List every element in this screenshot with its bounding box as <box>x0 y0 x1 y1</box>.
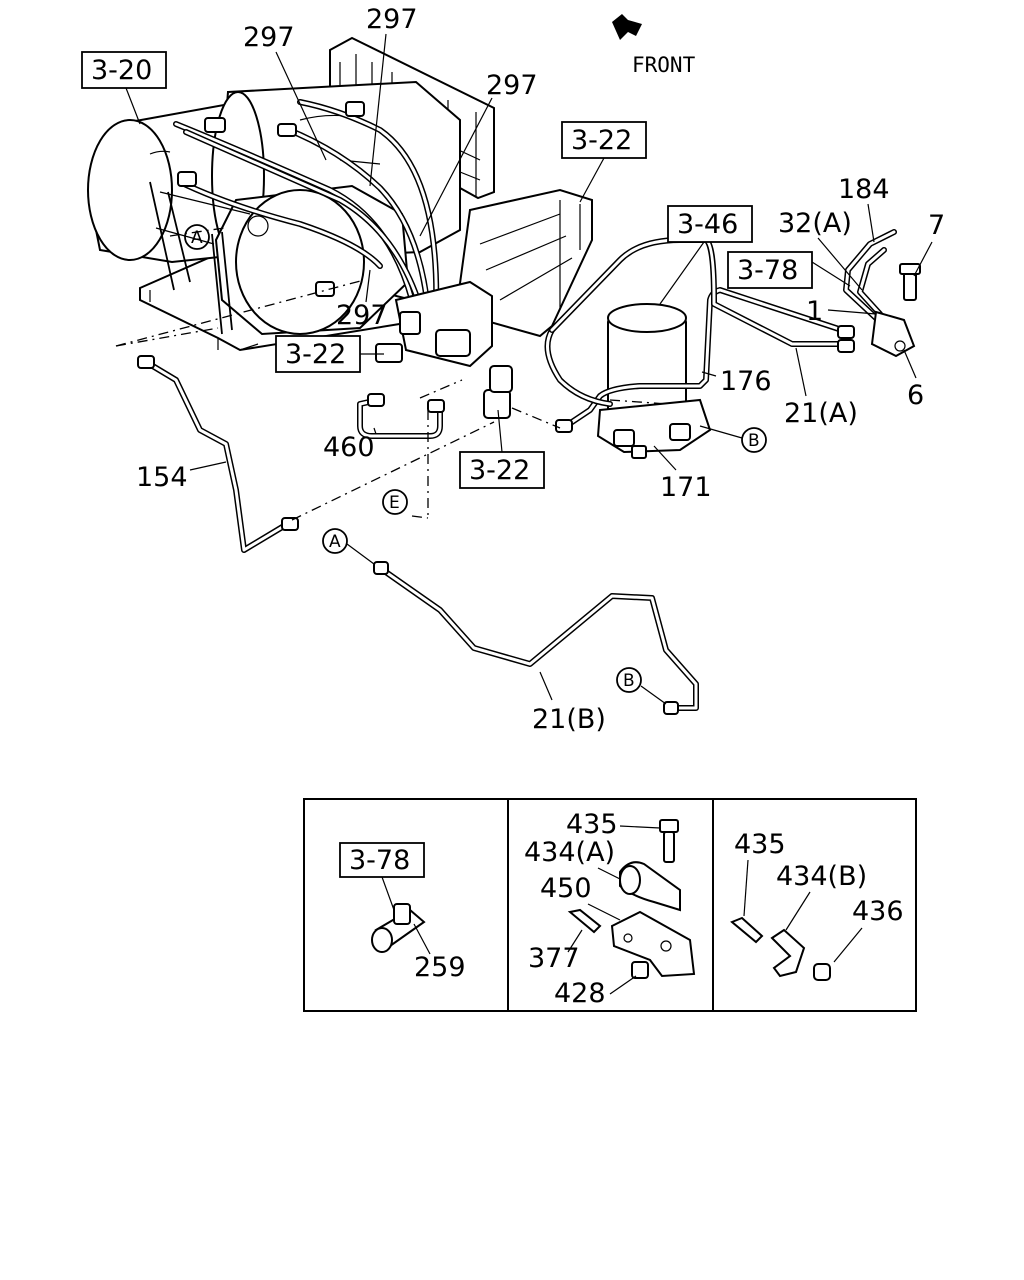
label-176: 176 <box>720 366 772 397</box>
inset-clamp-b: 435 434(B) 436 <box>730 829 904 981</box>
ref-3-22-top-label: 3-22 <box>571 125 632 156</box>
svg-text:B: B <box>748 431 760 451</box>
main-assembly <box>86 36 921 715</box>
label-297-c: 297 <box>486 70 538 101</box>
pipe-21b <box>373 561 699 715</box>
pipe-bundle-297 <box>173 99 440 315</box>
svg-text:A: A <box>329 532 341 552</box>
circle-marker-a-upper: A <box>184 224 210 250</box>
label-434a: 434(A) <box>524 837 615 868</box>
label-21b: 21(B) <box>532 704 606 735</box>
pipe-460 <box>357 393 445 439</box>
svg-text:E: E <box>389 493 400 513</box>
label-297-b: 297 <box>366 4 418 35</box>
guide-lines <box>115 227 669 521</box>
pipe-154 <box>137 355 299 553</box>
ref-3-46-label: 3-46 <box>677 209 738 240</box>
inset-panels <box>303 798 917 1012</box>
inset-clamp-a: 435 434(A) 450 377 428 <box>524 809 696 1009</box>
front-arrow-icon <box>612 14 642 40</box>
label-171: 171 <box>660 472 712 503</box>
ref-box-3-22-low: 3-22 <box>459 409 545 489</box>
label-450: 450 <box>540 873 592 904</box>
circle-marker-a-lower: A <box>322 528 375 565</box>
hose-assembly <box>843 229 921 358</box>
label-7: 7 <box>928 210 945 241</box>
ref-box-3-20: 3-20 <box>81 51 167 125</box>
circle-marker-b-lower: B <box>616 667 667 705</box>
front-indicator: FRONT <box>612 14 696 77</box>
ref-3-22-low-label: 3-22 <box>469 455 530 486</box>
label-434b: 434(B) <box>776 861 867 892</box>
inset-connector: 3-78 259 <box>339 842 466 983</box>
svg-text:A: A <box>191 228 203 248</box>
ref-3-78-inset-label: 3-78 <box>349 845 410 876</box>
label-32a: 32(A) <box>778 208 852 239</box>
label-435-right: 435 <box>734 829 786 860</box>
label-435-mid: 435 <box>566 809 618 840</box>
label-436: 436 <box>852 896 904 927</box>
label-297-d: 297 <box>336 300 388 331</box>
ref-box-3-22-top: 3-22 <box>561 121 647 203</box>
label-297-a: 297 <box>243 22 295 53</box>
label-184: 184 <box>838 174 890 205</box>
svg-text:B: B <box>623 671 635 691</box>
ref-3-78-top-label: 3-78 <box>737 255 798 286</box>
label-377: 377 <box>528 943 580 974</box>
air-dryer <box>596 303 712 459</box>
ref-3-20-label: 3-20 <box>91 55 152 86</box>
air-tank-front <box>155 184 410 336</box>
circle-marker-e: E <box>382 489 408 515</box>
label-259: 259 <box>414 952 466 983</box>
label-154: 154 <box>136 462 188 493</box>
front-label: FRONT <box>632 53 696 77</box>
tank-straps <box>149 181 233 335</box>
valve-block <box>375 280 513 419</box>
ref-3-22-mid-label: 3-22 <box>285 339 346 370</box>
callouts: 297 297 297 297 184 32(A) 7 1 6 21(A) 17… <box>136 4 945 735</box>
ref-box-3-46: 3-46 <box>659 205 753 305</box>
circle-marker-b-upper: B <box>699 425 767 453</box>
label-21a: 21(A) <box>784 398 858 429</box>
label-428: 428 <box>554 978 606 1009</box>
label-460: 460 <box>323 432 375 463</box>
ref-box-3-22-mid: 3-22 <box>275 335 384 373</box>
label-6: 6 <box>907 380 924 411</box>
label-1: 1 <box>806 296 823 327</box>
ref-box-3-78-top: 3-78 <box>727 251 851 289</box>
